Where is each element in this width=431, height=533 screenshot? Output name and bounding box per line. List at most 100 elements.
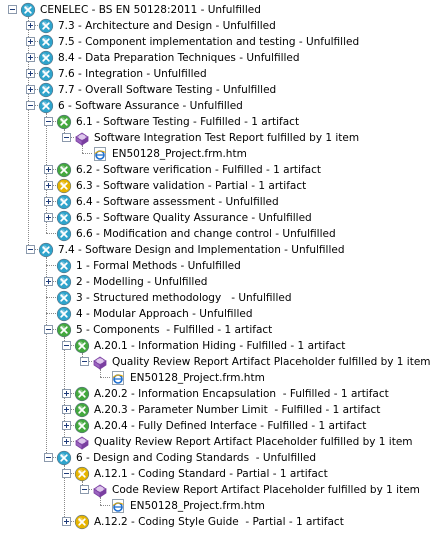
expand-node-button[interactable] — [62, 437, 71, 446]
expand-node-button[interactable] — [26, 53, 35, 62]
expand-node-button[interactable] — [44, 165, 53, 174]
tree-node-label[interactable]: Quality Review Report Artifact Placehold… — [112, 356, 431, 368]
tree-node[interactable]: EN50128_Project.frm.htm — [0, 145, 420, 163]
tree-node-label[interactable]: CENELEC - BS EN 50128:2011 - Unfulfilled — [40, 4, 261, 16]
tree-node-label[interactable]: 5 - Components - Fulfilled - 1 artifact — [76, 324, 273, 336]
collapse-node-button[interactable] — [80, 357, 89, 366]
collapse-node-button[interactable] — [26, 101, 35, 110]
tree-node[interactable]: 4 - Modular Approach - Unfulfilled — [0, 305, 420, 323]
tree-node[interactable]: 6.4 - Software assessment - Unfulfilled — [0, 193, 420, 211]
collapse-node-button[interactable] — [44, 325, 53, 334]
tree-node[interactable]: 6.3 - Software validation - Partial - 1 … — [0, 177, 420, 195]
tree-node-label[interactable]: Quality Review Report Artifact Placehold… — [94, 436, 413, 448]
collapse-node-button[interactable] — [62, 133, 71, 142]
unfulfilled-status-icon — [56, 450, 72, 466]
collapse-node-button[interactable] — [26, 245, 35, 254]
tree-node-label[interactable]: 8.4 - Data Preparation Techniques - Unfu… — [58, 52, 300, 64]
tree-connector-horizontal — [46, 313, 56, 314]
tree-node-label[interactable]: 7.7 - Overall Software Testing - Unfulfi… — [58, 84, 277, 96]
tree-node[interactable]: Quality Review Report Artifact Placehold… — [0, 433, 420, 451]
tree-node-label[interactable]: 7.3 - Architecture and Design - Unfulfil… — [58, 20, 276, 32]
expand-node-button[interactable] — [44, 181, 53, 190]
tree-node[interactable]: 7.5 - Component implementation and testi… — [0, 33, 420, 51]
tree-node[interactable]: 7.4 - Software Design and Implementation… — [0, 241, 420, 259]
tree-node-label[interactable]: Software Integration Test Report fulfill… — [94, 132, 360, 144]
expand-node-button[interactable] — [26, 85, 35, 94]
collapse-node-button[interactable] — [44, 117, 53, 126]
tree-node[interactable]: 7.7 - Overall Software Testing - Unfulfi… — [0, 81, 420, 99]
tree-node[interactable]: 3 - Structured methodology - Unfulfilled — [0, 289, 420, 307]
expand-node-button[interactable] — [44, 213, 53, 222]
collapse-node-button[interactable] — [62, 341, 71, 350]
tree-node[interactable]: 7.6 - Integration - Unfulfilled — [0, 65, 420, 83]
collapse-node-button[interactable] — [80, 485, 89, 494]
collapse-node-button[interactable] — [44, 453, 53, 462]
tree-node[interactable]: A.20.1 - Information Hiding - Fulfilled … — [0, 337, 420, 355]
tree-node-label[interactable]: 6.1 - Software Testing - Fulfilled - 1 a… — [76, 116, 300, 128]
tree-node[interactable]: 2 - Modelling - Unfulfilled — [0, 273, 420, 291]
expand-node-button[interactable] — [26, 37, 35, 46]
tree-node[interactable]: 6 - Design and Coding Standards - Unfulf… — [0, 449, 420, 467]
tree-node-label[interactable]: 6.3 - Software validation - Partial - 1 … — [76, 180, 307, 192]
tree-node-label[interactable]: EN50128_Project.frm.htm — [112, 148, 247, 160]
tree-node[interactable]: A.20.4 - Fully Defined Interface - Fulfi… — [0, 417, 420, 435]
tree-node-label[interactable]: 6 - Software Assurance - Unfulfilled — [58, 100, 243, 112]
expand-node-button[interactable] — [44, 197, 53, 206]
tree-node-label[interactable]: A.20.2 - Information Encapsulation - Ful… — [94, 388, 389, 400]
tree-node-label[interactable]: 6.5 - Software Quality Assurance - Unful… — [76, 212, 312, 224]
tree-node[interactable]: 6.2 - Software verification - Fulfilled … — [0, 161, 420, 179]
tree-node[interactable]: CENELEC - BS EN 50128:2011 - Unfulfilled — [0, 1, 420, 19]
tree-node-label[interactable]: 7.4 - Software Design and Implementation… — [58, 244, 345, 256]
tree-node[interactable]: Quality Review Report Artifact Placehold… — [0, 353, 431, 371]
tree-node-label[interactable]: Code Review Report Artifact Placeholder … — [112, 484, 420, 496]
tree-node-label[interactable]: 4 - Modular Approach - Unfulfilled — [76, 308, 253, 320]
collapse-node-button[interactable] — [62, 469, 71, 478]
tree-node[interactable]: 5 - Components - Fulfilled - 1 artifact — [0, 321, 420, 339]
unfulfilled-status-icon — [56, 290, 72, 306]
tree-node[interactable]: Code Review Report Artifact Placeholder … — [0, 481, 420, 499]
tree-node[interactable]: 1 - Formal Methods - Unfulfilled — [0, 257, 420, 275]
expand-node-button[interactable] — [62, 405, 71, 414]
unfulfilled-status-icon — [38, 66, 54, 82]
fulfilled-status-icon — [56, 162, 72, 178]
tree-node-label[interactable]: A.12.1 - Coding Standard - Partial - 1 a… — [94, 468, 328, 480]
tree-node-label[interactable]: 6.6 - Modification and change control - … — [76, 228, 336, 240]
collapse-node-button[interactable] — [8, 5, 17, 14]
fulfilled-status-icon — [74, 386, 90, 402]
expand-node-button[interactable] — [26, 21, 35, 30]
tree-node[interactable]: 6.6 - Modification and change control - … — [0, 225, 420, 243]
tree-node[interactable]: Software Integration Test Report fulfill… — [0, 129, 420, 147]
tree-node-label[interactable]: EN50128_Project.frm.htm — [130, 372, 265, 384]
tree-node[interactable]: A.12.1 - Coding Standard - Partial - 1 a… — [0, 465, 420, 483]
tree-node-label[interactable]: 6.4 - Software assessment - Unfulfilled — [76, 196, 279, 208]
tree-node[interactable]: A.20.3 - Parameter Number Limit - Fulfil… — [0, 401, 420, 419]
expand-node-button[interactable] — [26, 69, 35, 78]
artifact-placeholder-icon — [74, 130, 90, 146]
tree-node-label[interactable]: 7.6 - Integration - Unfulfilled — [58, 68, 207, 80]
tree-node-label[interactable]: 1 - Formal Methods - Unfulfilled — [76, 260, 241, 272]
tree-node-label[interactable]: 3 - Structured methodology - Unfulfilled — [76, 292, 292, 304]
tree-node-label[interactable]: A.20.1 - Information Hiding - Fulfilled … — [94, 340, 346, 352]
tree-node[interactable]: A.20.2 - Information Encapsulation - Ful… — [0, 385, 420, 403]
tree-node-label[interactable]: EN50128_Project.frm.htm — [130, 500, 265, 512]
tree-node-label[interactable]: A.20.4 - Fully Defined Interface - Fulfi… — [94, 420, 367, 432]
tree-node-label[interactable]: 6 - Design and Coding Standards - Unfulf… — [76, 452, 317, 464]
tree-node[interactable]: 8.4 - Data Preparation Techniques - Unfu… — [0, 49, 420, 67]
tree-node-label[interactable]: 7.5 - Component implementation and testi… — [58, 36, 360, 48]
tree-node[interactable]: 6 - Software Assurance - Unfulfilled — [0, 97, 420, 115]
tree-node[interactable]: EN50128_Project.frm.htm — [0, 369, 420, 387]
tree-node[interactable]: A.12.2 - Coding Style Guide - Partial - … — [0, 513, 420, 531]
tree-node[interactable]: 6.5 - Software Quality Assurance - Unful… — [0, 209, 420, 227]
expand-node-button[interactable] — [44, 277, 53, 286]
tree-node-label[interactable]: 6.2 - Software verification - Fulfilled … — [76, 164, 321, 176]
unfulfilled-status-icon — [38, 18, 54, 34]
tree-node-label[interactable]: 2 - Modelling - Unfulfilled — [76, 276, 208, 288]
tree-node[interactable]: 7.3 - Architecture and Design - Unfulfil… — [0, 17, 420, 35]
tree-node[interactable]: 6.1 - Software Testing - Fulfilled - 1 a… — [0, 113, 420, 131]
tree-node-label[interactable]: A.20.3 - Parameter Number Limit - Fulfil… — [94, 404, 381, 416]
tree-node[interactable]: EN50128_Project.frm.htm — [0, 497, 420, 515]
expand-node-button[interactable] — [62, 421, 71, 430]
expand-node-button[interactable] — [62, 389, 71, 398]
tree-node-label[interactable]: A.12.2 - Coding Style Guide - Partial - … — [94, 516, 344, 528]
expand-node-button[interactable] — [62, 517, 71, 526]
